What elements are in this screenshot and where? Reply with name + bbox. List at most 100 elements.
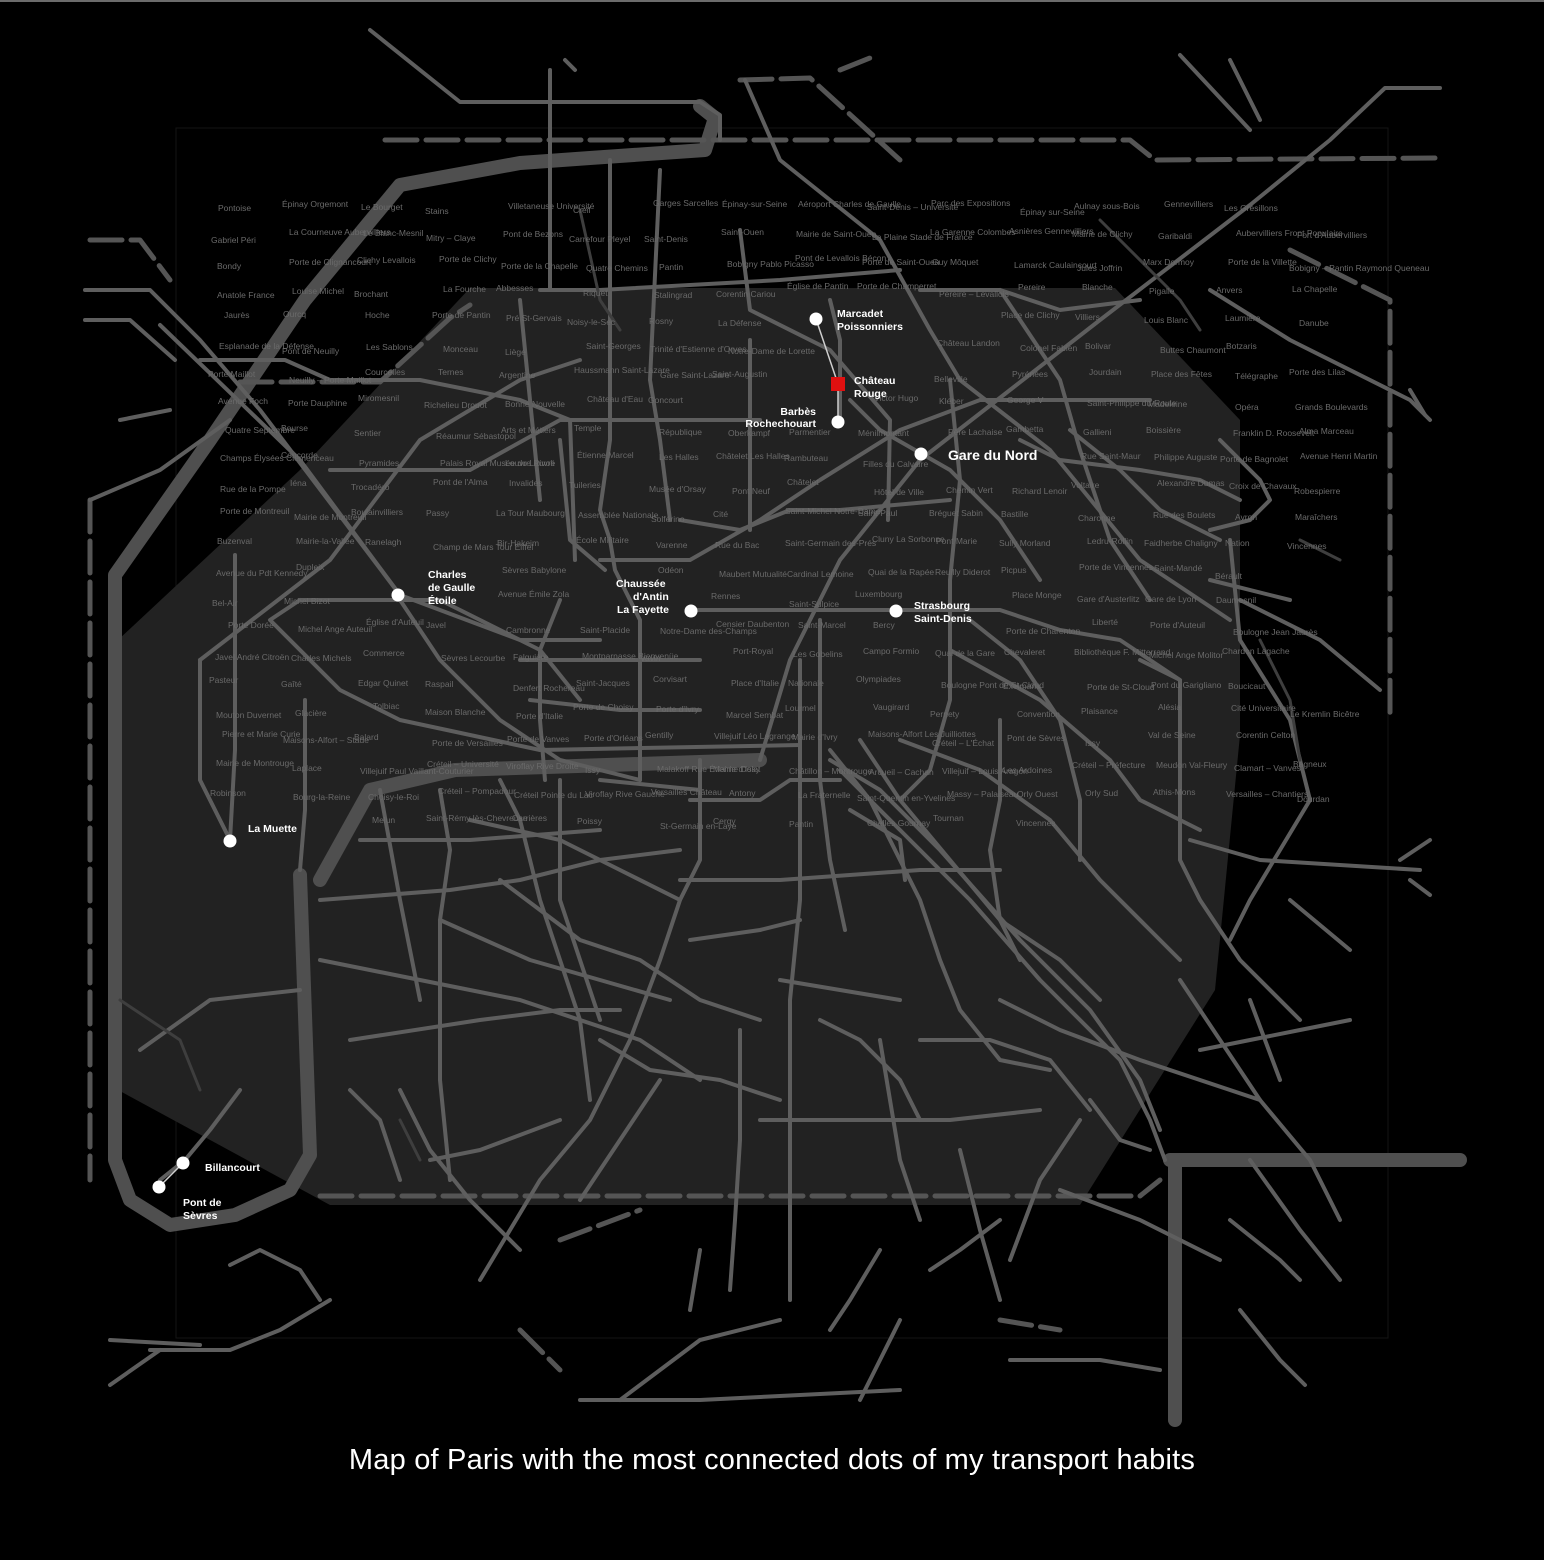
background-station-label: Alma Marceau [1299, 426, 1354, 436]
background-station-label: Porte de Versailles [432, 738, 503, 748]
background-station-label: Pantin [789, 819, 813, 829]
background-station-label: Poissy [577, 816, 603, 826]
top-edge-bar [0, 0, 1544, 2]
background-station-label: Gare d'Austerlitz [1077, 594, 1140, 604]
background-station-label: Châtelet [787, 477, 819, 487]
background-station-label: Créteil – L'Échat [932, 738, 995, 748]
background-station-label: Porte Dauphine [288, 398, 347, 408]
background-station-label: Créteil – Université [427, 759, 499, 769]
background-station-label: Riquet [583, 288, 608, 298]
background-station-label: Dupleix [296, 562, 325, 572]
background-station-label: Passy [426, 508, 450, 518]
background-station-label: Faidherbe Chaligny [1144, 538, 1218, 548]
background-station-label: Jourdain [1089, 367, 1122, 377]
background-station-label: Porte des Lilas [1289, 367, 1345, 377]
background-station-label: Les Ardoines [1003, 765, 1052, 775]
background-station-label: Solférino [651, 514, 685, 524]
map-caption: Map of Paris with the most connected dot… [348, 1444, 1196, 1476]
background-station-label: Pigalle [1149, 286, 1175, 296]
station-marcadet-poissonniers[interactable]: Marcadet Poissonniers [809, 308, 904, 333]
station-chaussee-dantin-la-fayette[interactable]: Chaussée d'Antin La Fayette [616, 578, 698, 618]
station-dot [914, 447, 928, 461]
background-station-label: Carrefour Pleyel [569, 234, 631, 244]
background-station-label: Porte de Bagnolet [1220, 454, 1289, 464]
background-station-label: Opéra [1235, 402, 1259, 412]
background-station-label: Notre-Dame de Lorette [728, 346, 815, 356]
background-station-label: Saint-Quentin en-Yvelines [857, 793, 955, 803]
background-station-label: Gaîté [281, 679, 302, 689]
background-station-label: Maisons-Alfort Les Juilliottes [868, 729, 976, 739]
background-station-label: Franklin D. Roosevelt [1233, 428, 1315, 438]
background-station-label: Champs Élysées Clemenceau [220, 453, 334, 463]
station-barbes-rochechouart[interactable]: Barbès Rochechouart [745, 406, 845, 430]
station-dot [223, 834, 237, 848]
background-station-label: La Fourche [443, 284, 486, 294]
background-station-label: Maisons-Alfort – Stade [283, 735, 369, 745]
background-station-label: Villetaneuse Université [508, 201, 595, 211]
background-station-label: Pont Neuf [732, 486, 770, 496]
background-station-label: Saint-Paul [858, 508, 897, 518]
background-station-label: Buzenval [217, 536, 252, 546]
station-billancourt[interactable]: Billancourt [176, 1156, 261, 1175]
station-label-line: Rochechouart [745, 418, 816, 430]
rer-lines [87, 55, 1443, 1373]
background-station-label: Marx Dormoy [1143, 257, 1195, 267]
station-dot [889, 604, 903, 618]
background-station-label: Boulogne Jean Jaurès [1233, 627, 1318, 637]
background-station-label: Saint-Augustin [712, 369, 768, 379]
background-station-label: Sèvres Babylone [502, 565, 567, 575]
station-label-line: Chaussée [616, 578, 666, 590]
background-station-label: Cergy [713, 816, 736, 826]
background-station-label: Cité Universitaire [1231, 703, 1296, 713]
background-station-label: Pont du Garigliano [1151, 680, 1222, 690]
station-pont-de-sevres[interactable]: Pont de Sèvres [152, 1180, 222, 1223]
station-la-muette[interactable]: La Muette [223, 823, 298, 848]
background-station-label: Église de Pantin [787, 281, 849, 291]
background-station-label: Cambronne [506, 625, 551, 635]
background-station-label: Chardon Lagache [1222, 646, 1290, 656]
background-station-label: Michel Ange Auteuil [298, 624, 372, 634]
background-station-label: Gennevilliers [1164, 199, 1213, 209]
background-station-label: Richard Lenoir [1012, 486, 1067, 496]
background-station-label: George V [1007, 395, 1044, 405]
background-station-label: Miromesnil [358, 393, 399, 403]
background-station-label: Boissière [1146, 425, 1181, 435]
background-station-label: Corentin Celton [1236, 730, 1295, 740]
background-station-label: Saint-Marcel [798, 620, 846, 630]
background-station-label: Tolbiac [373, 701, 400, 711]
background-station-label: Cluny La Sorbonne [872, 534, 945, 544]
background-station-label: Quatre Chemins [586, 263, 648, 273]
background-station-label: Quai de la Gare [935, 648, 995, 658]
background-station-label: Avenue Henri Martin [1300, 451, 1378, 461]
background-station-label: Les Sablons [366, 342, 413, 352]
background-station-label: Victor Hugo [874, 393, 919, 403]
home-station-chateau-rouge[interactable]: Château Rouge [831, 375, 895, 400]
background-station-label: Musée d'Orsay [649, 484, 707, 494]
background-station-label: Robespierre [1294, 486, 1341, 496]
background-station-label: Les Grésillons [1224, 203, 1278, 213]
station-gare-du-nord[interactable]: Gare du Nord [914, 447, 1038, 463]
background-station-label: Télégraphe [1235, 371, 1278, 381]
background-station-label: Pont Marie [936, 536, 977, 546]
station-label-line: La Muette [248, 823, 297, 835]
background-station-label: Garges Sarcelles [653, 198, 718, 208]
background-station-label: Buttes Chaumont [1160, 345, 1226, 355]
station-label-line: Strasbourg [914, 600, 970, 612]
background-station-label: Port-Royal [733, 646, 773, 656]
background-station-label: Porte de Clignancourt [289, 257, 372, 267]
background-station-label: Palais Royal Musée du Louvre [440, 458, 556, 468]
station-strasbourg-saint-denis[interactable]: Strasbourg Saint-Denis [889, 600, 972, 625]
background-station-label: Mairie de Saint-Ouen [796, 229, 877, 239]
background-station-label: Michel Bizot [284, 596, 330, 606]
background-station-label: Vincennes [1016, 818, 1056, 828]
background-station-label: Porte de Clichy [439, 254, 497, 264]
background-station-label: Goncourt [648, 395, 684, 405]
background-station-label: Invalides [509, 478, 543, 488]
background-station-label: Grands Boulevards [1295, 402, 1368, 412]
background-station-label: Porte de Vincennes [1079, 562, 1153, 572]
background-station-label: Commerce [363, 648, 405, 658]
background-station-label: Église d'Auteuil [366, 617, 424, 627]
background-station-label: Pyramides [359, 458, 399, 468]
background-station-label: Porte de Montreuil [220, 506, 290, 516]
station-charles-de-gaulle-etoile[interactable]: Charles de Gaulle Étoile [391, 569, 476, 607]
